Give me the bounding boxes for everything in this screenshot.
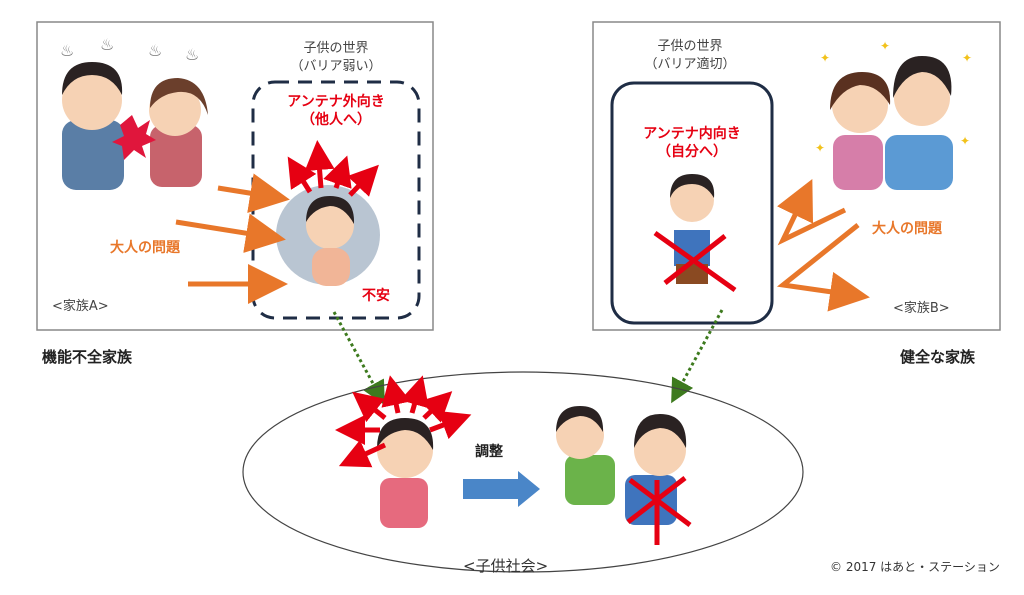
family-a-panel: ♨♨ ♨♨ 子供の世界 （バリア弱い） アンテナ外向き （他人へ） 大人の問題 … xyxy=(36,21,434,331)
anxiety-label: 不安 xyxy=(362,287,390,304)
family-a-label: <家族A> xyxy=(52,298,109,314)
antenna-in-line1: アンテナ内向き xyxy=(643,125,740,142)
svg-text:✦: ✦ xyxy=(880,39,890,53)
svg-text:✦: ✦ xyxy=(815,141,825,155)
svg-text:♨: ♨ xyxy=(100,35,114,54)
antenna-out-line1: アンテナ外向き xyxy=(287,93,384,110)
adult-problem-a: 大人の問題 xyxy=(110,239,181,256)
child-society: 調整 <子供社会> xyxy=(242,371,804,575)
svg-text:♨: ♨ xyxy=(185,45,199,64)
connector-a xyxy=(332,311,385,406)
outward-child-illustration xyxy=(335,375,472,528)
connector-b xyxy=(671,309,724,404)
world-sub-b: （バリア適切） xyxy=(644,56,735,72)
problem-arrows-a xyxy=(175,173,290,304)
family-b-label: <家族B> xyxy=(893,300,950,316)
child-society-label: <子供社会> xyxy=(463,557,548,575)
antenna-in-line2: （自分へ） xyxy=(657,143,727,160)
world-sub-a: （バリア弱い） xyxy=(290,59,381,74)
fighting-children-illustration xyxy=(556,406,692,545)
svg-text:✦: ✦ xyxy=(962,51,972,65)
problem-arrows-b xyxy=(776,178,870,312)
adult-problem-b: 大人の問題 xyxy=(872,220,943,237)
calm-child-illustration xyxy=(653,174,737,293)
happy-parents-illustration: ✦ ✦ ✦ ✦ ✦ xyxy=(815,39,972,190)
world-title-a: 子供の世界 xyxy=(303,41,368,56)
antenna-out-line2: （他人へ） xyxy=(301,111,371,128)
angry-parents-illustration: ♨ ♨ ♨ ♨ xyxy=(60,35,208,190)
svg-text:✦: ✦ xyxy=(960,134,970,148)
svg-text:♨: ♨ xyxy=(148,41,162,60)
family-b-panel: 子供の世界 （バリア適切） アンテナ内向き （自分へ） ✦✦ ✦✦ ✦ 大人の問 xyxy=(592,21,1001,331)
appropriate-barrier xyxy=(610,81,774,325)
copyright: © 2017 はあと・ステーション xyxy=(830,560,1000,574)
dysfunctional-family-caption: 機能不全家族 xyxy=(42,348,133,366)
world-title-b: 子供の世界 xyxy=(657,39,722,54)
svg-text:♨: ♨ xyxy=(60,41,74,60)
anxious-child-illustration xyxy=(276,140,380,286)
adjust-arrow-icon xyxy=(463,471,540,507)
adjust-label: 調整 xyxy=(475,443,504,460)
svg-text:✦: ✦ xyxy=(820,51,830,65)
healthy-family-caption: 健全な家族 xyxy=(900,348,976,366)
